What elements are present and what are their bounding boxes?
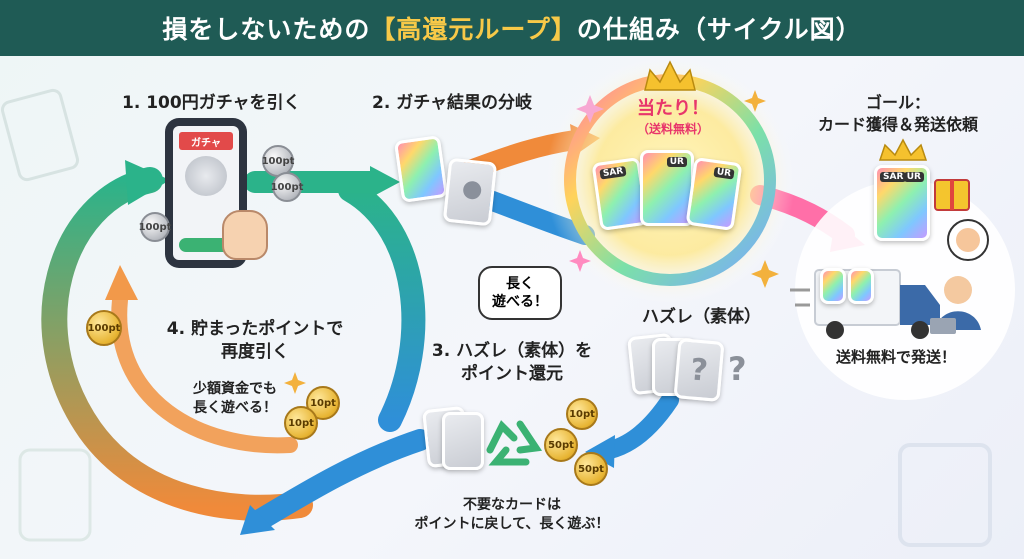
question-mark-icon: ? [728,350,747,388]
gacha-screen-label: ガチャ [179,132,233,150]
bg-card-2-icon [898,443,992,547]
step1-label: 1. 100円ガチャを引く [122,93,301,113]
goal-crown-icon [878,138,928,161]
hit-card-1-rarity: SAR [599,165,627,180]
header-bar: 損をしないための【高還元ループ】の仕組み（サイクル図） [0,0,1024,56]
truck-wheel-1-icon [826,321,844,339]
small-funds-line2: 長く遊べる！ [193,399,277,416]
miss-card-question-mark: ? [688,351,710,389]
gacha-capsules-icon [185,156,227,196]
orange-return-arrowhead-icon [105,265,138,300]
happy-face-icon [956,228,980,252]
truck-wheel-2-icon [911,321,929,339]
hit-text: 当たり！ （送料無料） [618,94,728,137]
right-cycle-arrow [338,178,426,432]
step3-label-line1: 3. ハズレ（素体）を [431,341,593,361]
to-points-arrow [601,391,679,459]
gold-coin-50pt-1: 50pt [544,428,578,462]
unneeded-line1: 不要なカードは [463,497,561,513]
hand-pointer-icon [222,210,268,260]
sparkle-3-icon [751,260,779,288]
bubble-line1: 長く [506,275,534,292]
holo-result-card [393,135,449,203]
small-funds-line1: 少額資金でも [193,381,277,397]
miss-card-3: ? [673,338,725,402]
silver-coin-3: 100pt [139,212,171,242]
silver-coin-2: 100pt [271,172,303,202]
truck-card-1 [820,268,846,304]
hit-text-line2: （送料無料） [636,122,709,136]
truck-cab-icon [900,285,940,325]
goal-card: SAR UR [874,165,930,241]
sparkle-5-icon [284,372,306,394]
sparkle-2-icon [744,90,766,112]
play-long-bubble: 長く遊べる！ [478,266,562,320]
hit-card-3: UR [685,156,743,232]
silver-coin-1: 100pt [262,145,294,177]
bubble-line2: 遊べる！ [492,294,548,310]
bottom-cycle-arrowhead-icon [240,505,275,535]
gold-coin-10pt-1: 10pt [566,398,598,430]
bg-card-1-icon [0,88,80,182]
sparkle-4-icon [569,250,591,272]
goal-label: ゴール： カード獲得＆発送依頼 [798,92,998,135]
goal-card-rarity-sar: SAR [880,172,907,182]
miss-label: ハズレ（素体） [642,307,761,327]
page-title: 損をしないための【高還元ループ】の仕組み（サイクル図） [162,10,861,46]
person-head-icon [944,276,972,304]
to-branch-arrowhead-icon [370,166,400,198]
left-cycle-arrow [41,167,313,521]
goal-label-line2: カード獲得＆発送依頼 [817,114,978,134]
bg-card-3-icon [18,448,92,542]
return-card-2 [442,412,484,470]
recycle-icon [486,420,543,466]
title-suffix: の仕組み（サイクル図） [576,15,862,44]
step2-label: 2. ガチャ結果の分岐 [372,93,533,113]
unneeded-line2: ポイントに戻して、長く遊ぶ！ [414,515,610,532]
orange-return-arrow [111,292,298,454]
title-highlight: 【高還元ループ】 [370,15,577,44]
goal-card-rarity-ur: UR [903,172,924,182]
hit-card-3-rarity: UR [713,166,735,180]
hit-card-2-rarity: UR [666,157,687,167]
person-silhouette-icon [462,180,483,201]
small-funds-note: 少額資金でも 長く遊べる！ [180,380,290,418]
hit-text-line1: 当たり！ [637,98,709,119]
plain-result-card [442,157,498,227]
crown-icon [644,60,696,91]
free-shipping-note: 送料無料で発送！ [836,348,957,366]
gold-coin-10pt-3: 10pt [284,406,318,440]
step3-label-line2: ポイント還元 [461,363,563,384]
laptop-icon [930,318,956,334]
step3-label: 3. ハズレ（素体）を ポイント還元 [412,340,612,386]
left-cycle-arrowhead-icon [125,160,170,205]
unneeded-cards-note: 不要なカードは ポイントに戻して、長く遊ぶ！ [382,496,642,534]
gacha-play-button[interactable] [179,238,233,252]
gold-coin-100pt: 100pt [86,310,122,346]
step4-label: 4. 貯まったポイントで 再度引く [145,318,365,364]
sparkle-1-icon [576,95,604,123]
gold-coin-50pt-2: 50pt [574,452,608,486]
truck-card-2 [848,268,874,304]
title-prefix: 損をしないための [162,15,371,44]
gold-coin-10pt-2: 10pt [306,386,340,420]
goal-label-line1: ゴール： [865,93,930,112]
to-points-arrowhead-icon [585,435,615,468]
step4-label-line1: 4. 貯まったポイントで [166,319,344,339]
step4-label-line2: 再度引く [221,341,289,362]
bottom-cycle-arrow [249,429,431,531]
